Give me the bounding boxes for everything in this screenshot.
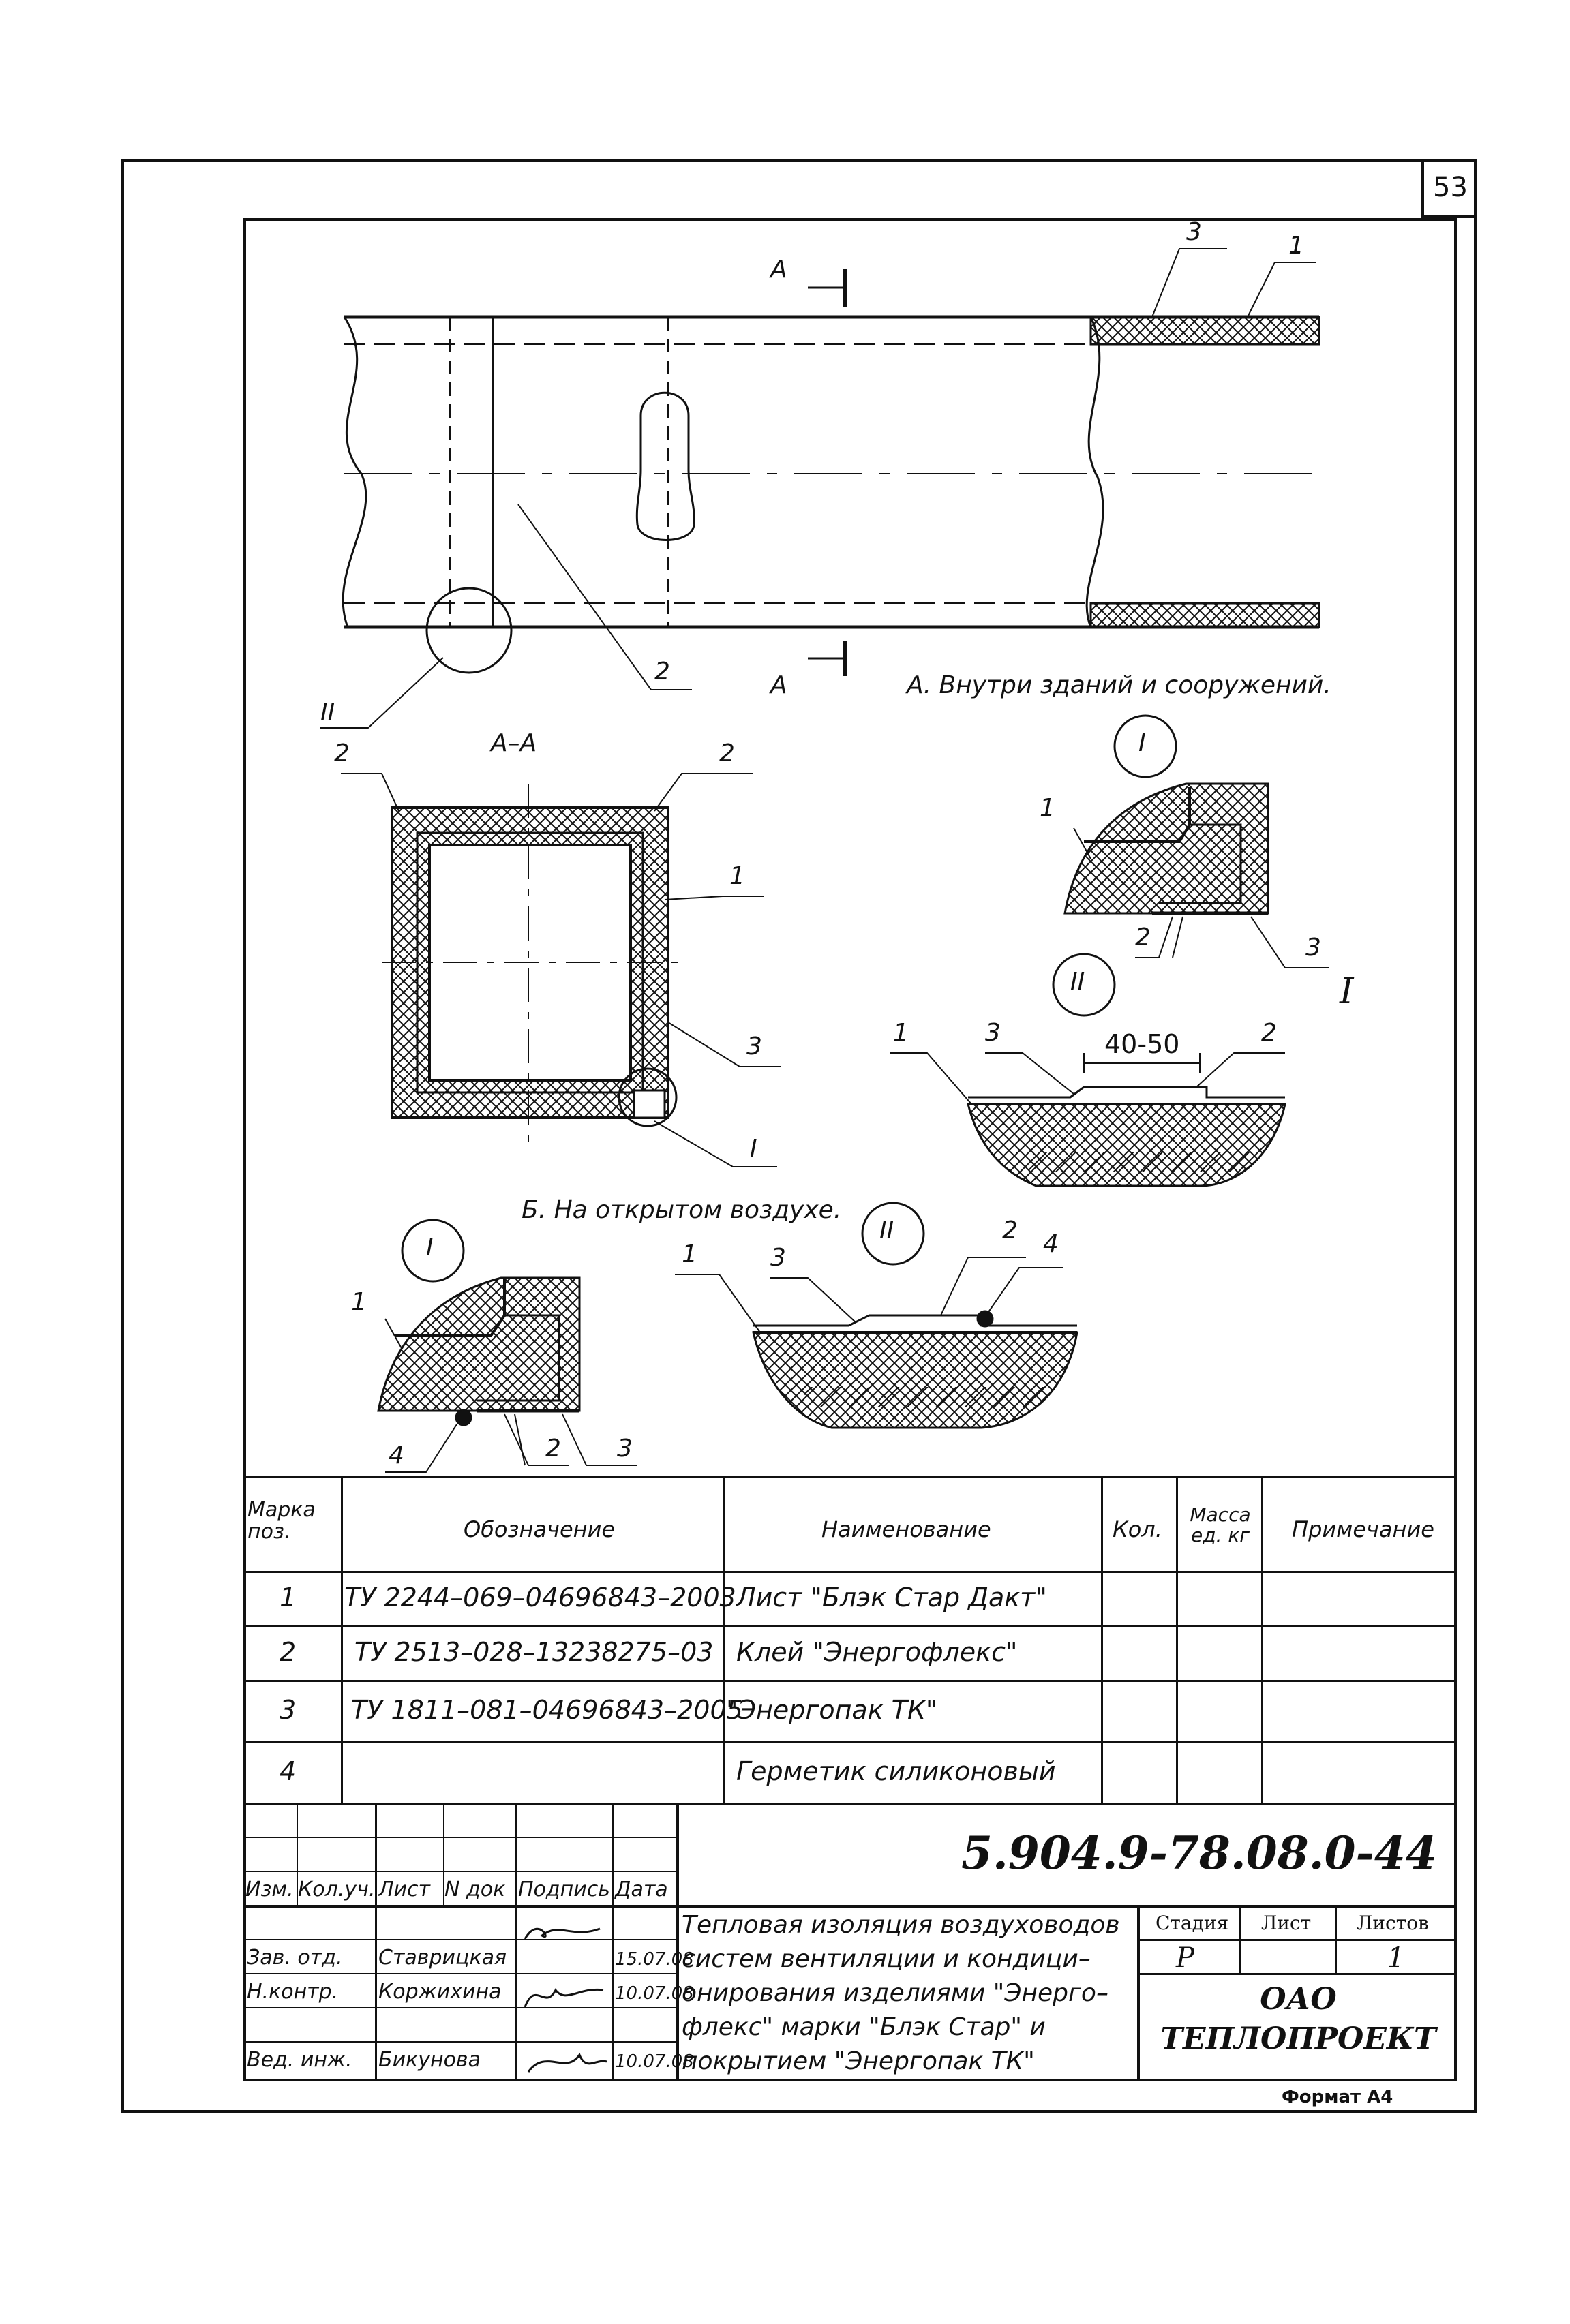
- detail-roman-label: I: [1340, 971, 1354, 1012]
- leader-2-right: 2: [719, 739, 735, 767]
- date-2: 10.07.08: [615, 1983, 694, 2004]
- title-line-4: флекс" марки "Блэк Стар" и: [682, 2013, 1046, 2041]
- leader-1-detail2a: 1: [893, 1019, 909, 1047]
- org-line-1: ОАО: [1260, 1982, 1337, 2017]
- org-line-2: ТЕПЛОПРОЕКТ: [1160, 2021, 1436, 2056]
- leader-3-detail1b: 3: [617, 1435, 633, 1463]
- col-list: Лист: [378, 1878, 431, 1901]
- leader-3-top: 3: [1186, 218, 1202, 246]
- detail-1-marker-a: I: [1138, 729, 1146, 757]
- detail-1-marker-b: I: [426, 1234, 434, 1262]
- sheets-label: Листов: [1357, 1912, 1429, 1934]
- row3-designation: ТУ 1811–081–04696843–2005: [351, 1695, 743, 1725]
- organization: ОАО ТЕПЛОПРОЕКТ: [1140, 1980, 1457, 2059]
- name-3: Бикунова: [378, 2048, 481, 2072]
- sheets-value: 1: [1387, 1942, 1405, 1974]
- row1-mark: 1: [280, 1583, 297, 1612]
- sheet-label: Лист: [1261, 1912, 1312, 1934]
- detail-2-marker-b: II: [879, 1217, 894, 1244]
- row3-name: "Энергопак ТК": [726, 1695, 938, 1725]
- leader-1-detail1b: 1: [351, 1288, 367, 1316]
- leader-1-detail2b: 1: [682, 1240, 697, 1268]
- leader-2-detail2b: 2: [1002, 1217, 1018, 1244]
- header-name: Наименование: [821, 1516, 991, 1542]
- row2-designation: ТУ 2513–028–13238275–03: [354, 1637, 714, 1667]
- header-qty: Кол.: [1113, 1516, 1162, 1542]
- header-mass: Масса ед. кг: [1190, 1503, 1251, 1546]
- leader-2-left: 2: [334, 739, 350, 767]
- col-izm: Изм.: [245, 1878, 294, 1901]
- section-title: A–A: [491, 729, 537, 757]
- title-line-3: онирования изделиями "Энерго–: [682, 1979, 1108, 2007]
- leader-4-detail1b: 4: [389, 1441, 404, 1469]
- detail-2-indoor: [890, 953, 1286, 1187]
- header-designation: Обозначение: [464, 1516, 616, 1542]
- row2-name: Клей "Энергофлекс": [736, 1637, 1018, 1667]
- detail-ref-1-section: I: [750, 1135, 757, 1163]
- leader-3-detail2a: 3: [985, 1019, 1001, 1047]
- name-2: Коржихина: [378, 1980, 502, 2004]
- leader-1-section: 1: [729, 862, 745, 890]
- dimension-label: 40-50: [1104, 1029, 1180, 1059]
- leader-2-detail2a: 2: [1261, 1019, 1277, 1047]
- view-a-caption: А. Внутри зданий и сооружений.: [907, 671, 1331, 699]
- row4-name: Герметик силиконовый: [736, 1756, 1056, 1786]
- col-data: Дата: [615, 1878, 668, 1901]
- section-mark-bottom: A: [770, 671, 787, 699]
- title-line-2: систем вентиляции и кондици–: [682, 1945, 1091, 1973]
- leader-3-detail1a: 3: [1305, 934, 1321, 962]
- leader-2-detail1b: 2: [545, 1435, 561, 1463]
- title-line-5: покрытием "Энергопак ТК": [682, 2047, 1035, 2075]
- title-line-1: Тепловая изоляция воздуховодов: [682, 1911, 1120, 1939]
- col-podpis: Подпись: [518, 1878, 610, 1901]
- section-a-a: [341, 773, 781, 1167]
- signatures: [524, 1927, 607, 2073]
- leader-3-detail2b: 3: [770, 1244, 786, 1272]
- date-3: 10.07.08: [615, 2051, 694, 2072]
- leader-4-detail2b: 4: [1043, 1230, 1059, 1258]
- leader-2-duct: 2: [654, 658, 670, 686]
- row2-mark: 2: [280, 1637, 297, 1667]
- stage-label: Стадия: [1156, 1912, 1229, 1934]
- row3-mark: 3: [280, 1695, 297, 1725]
- sheet-frame-inner: [243, 218, 1457, 2081]
- date-1: 15.07.08: [615, 1949, 694, 1970]
- row4-mark: 4: [280, 1756, 297, 1786]
- detail-1-outdoor: [377, 1219, 637, 1473]
- view-b-caption: Б. На открытом воздухе.: [522, 1196, 842, 1224]
- sheet-format: Формат А4: [1282, 2087, 1393, 2107]
- row1-name: Лист "Блэк Стар Дакт": [736, 1583, 1047, 1612]
- sheet-frame-outer: [121, 159, 1477, 2113]
- row1-designation: ТУ 2244–069–04696843–2003: [344, 1583, 736, 1612]
- detail-ref-2: II: [320, 699, 335, 727]
- page-number: 53: [1421, 159, 1477, 218]
- header-note: Примечание: [1292, 1516, 1434, 1542]
- role-2: Н.контр.: [247, 1980, 339, 2004]
- col-kol: Кол.уч.: [298, 1878, 376, 1901]
- section-mark-top: A: [770, 256, 787, 284]
- leader-1-detail1a: 1: [1040, 794, 1055, 822]
- leader-3-section: 3: [746, 1033, 762, 1060]
- detail-2-marker-a: II: [1070, 968, 1085, 996]
- detail-2-outdoor: [675, 1202, 1078, 1429]
- leader-2-detail1a: 2: [1135, 923, 1151, 951]
- name-1: Ставрицкая: [378, 1946, 507, 1970]
- header-mark: Марка поз.: [247, 1498, 316, 1544]
- stage-value: Р: [1176, 1942, 1194, 1974]
- role-3: Вед. инж.: [247, 2048, 352, 2072]
- title-description: Тепловая изоляция воздуховодов систем ве…: [682, 1908, 1120, 2079]
- col-ndok: N док: [444, 1878, 506, 1901]
- leader-1-top: 1: [1288, 232, 1304, 260]
- role-1: Зав. отд.: [247, 1946, 343, 1970]
- detail-1-indoor: [1063, 714, 1329, 968]
- document-code: 5.904.9-78.08.0-44: [961, 1826, 1437, 1880]
